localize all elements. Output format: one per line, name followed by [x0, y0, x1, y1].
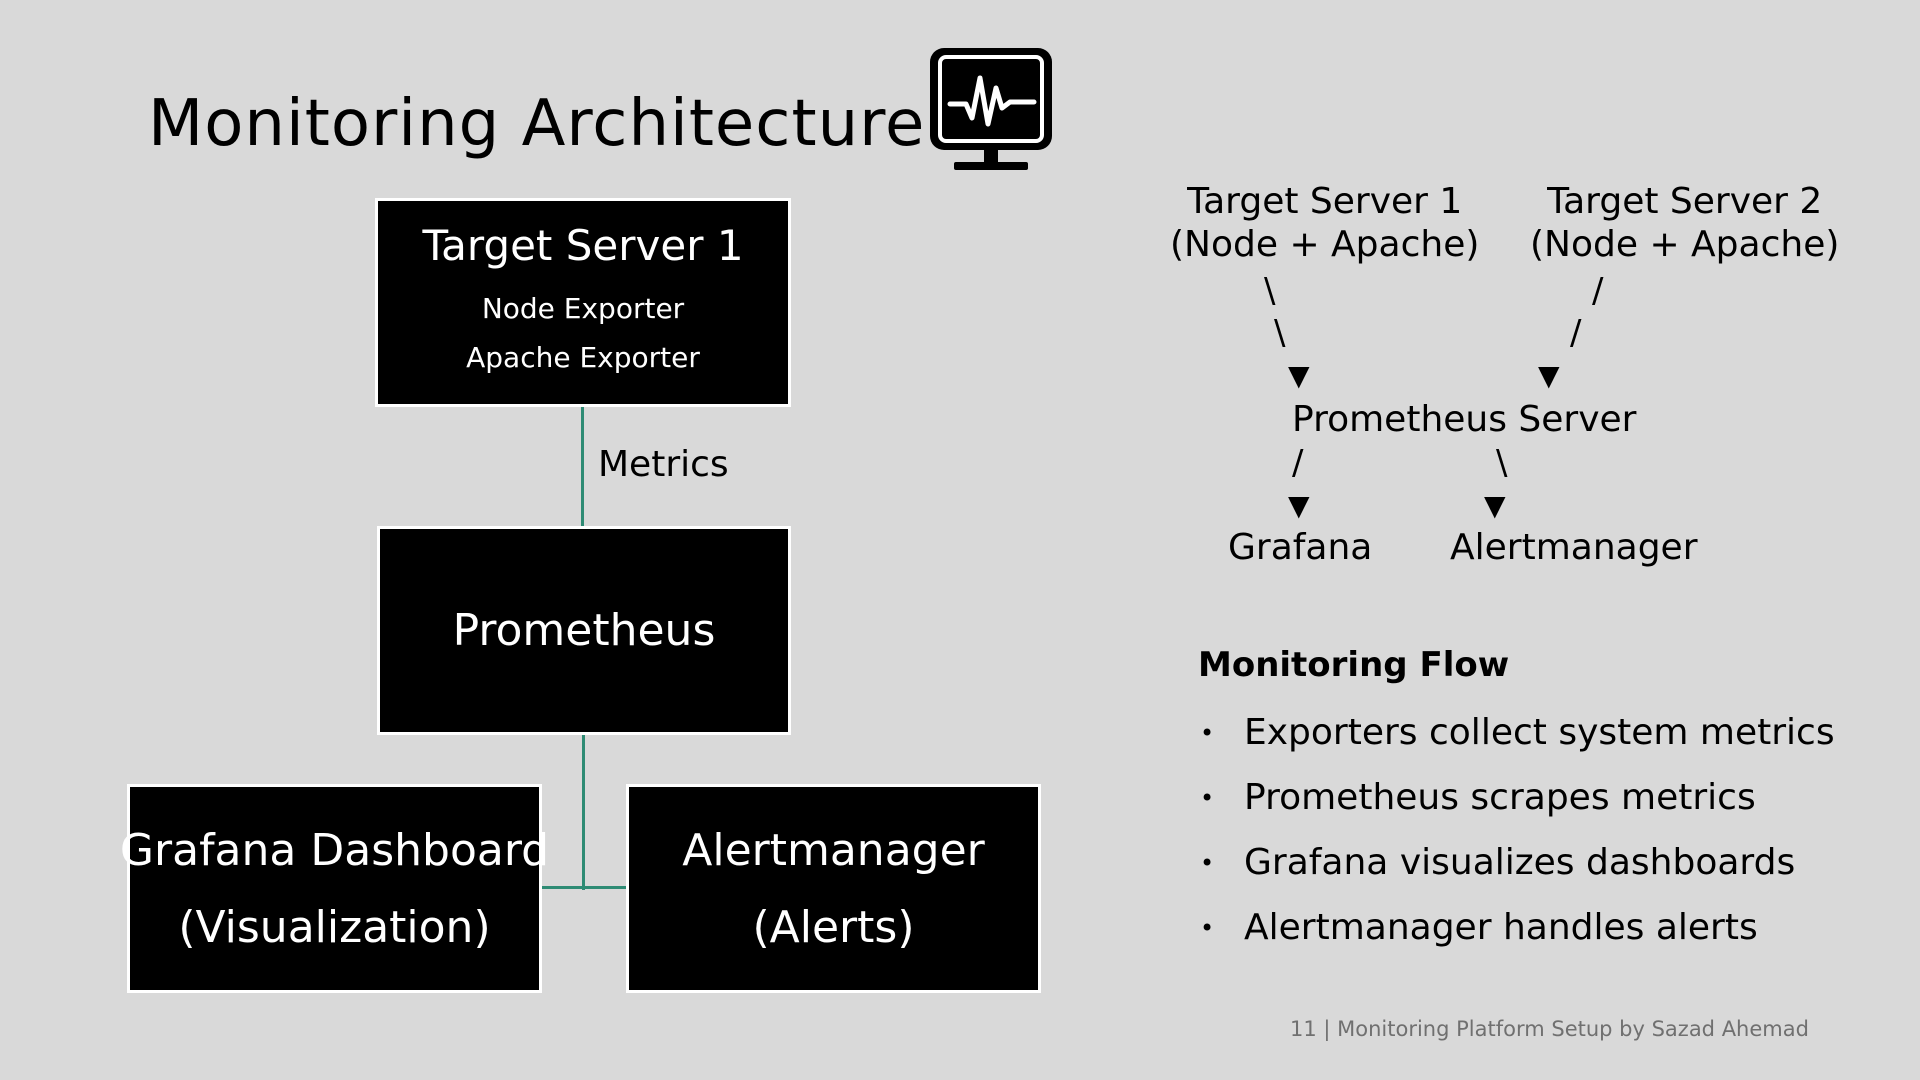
list-item-text: Alertmanager handles alerts	[1244, 907, 1758, 948]
grafana-subtitle: (Visualization)	[178, 901, 491, 953]
bullet-icon: •	[1200, 719, 1215, 747]
list-item: • Exporters collect system metrics	[1198, 705, 1835, 770]
flow-target2-name: Target Server 2	[1547, 181, 1823, 222]
flow-arrow-target1: ▼	[1288, 359, 1310, 392]
connector-prometheus-down	[582, 735, 585, 890]
prometheus-box: Prometheus	[377, 526, 791, 735]
flow-arrow-alertmanager: ▼	[1484, 489, 1506, 522]
alertmanager-title: Alertmanager	[682, 824, 985, 876]
list-item: • Prometheus scrapes metrics	[1198, 770, 1835, 835]
flow-target1-detail: (Node + Apache)	[1170, 224, 1480, 266]
flow-target1-name: Target Server 1	[1187, 181, 1463, 222]
list-item: • Alertmanager handles alerts	[1198, 900, 1835, 965]
list-item-text: Exporters collect system metrics	[1244, 712, 1835, 753]
flow-arrow-target2: ▼	[1538, 359, 1560, 392]
target-server-title: Target Server 1	[422, 221, 744, 271]
flow-backslash-1b: \	[1274, 313, 1286, 353]
slide-title: Monitoring Architecture	[148, 87, 926, 161]
list-item-text: Prometheus scrapes metrics	[1244, 777, 1756, 818]
flow-slash-2a: /	[1592, 271, 1604, 311]
node-exporter-label: Node Exporter	[481, 291, 685, 325]
slide-footer: 11 | Monitoring Platform Setup by Sazad …	[1290, 1017, 1809, 1041]
flow-target1: Target Server 1 (Node + Apache)	[1170, 180, 1479, 266]
monitoring-flow-list: • Exporters collect system metrics • Pro…	[1198, 705, 1835, 965]
flow-slash-3: /	[1292, 443, 1304, 483]
list-item-text: Grafana visualizes dashboards	[1244, 842, 1796, 883]
flow-target2-detail: (Node + Apache)	[1530, 224, 1840, 266]
flow-backslash-3: \	[1496, 443, 1508, 483]
flow-slash-2b: /	[1570, 313, 1582, 353]
bullet-icon: •	[1200, 849, 1215, 877]
list-item: • Grafana visualizes dashboards	[1198, 835, 1835, 900]
monitoring-flow-heading: Monitoring Flow	[1198, 645, 1510, 685]
alertmanager-subtitle: (Alerts)	[752, 901, 915, 953]
alertmanager-box: Alertmanager (Alerts)	[626, 784, 1041, 993]
flow-backslash-1a: \	[1264, 271, 1276, 311]
flow-alertmanager: Alertmanager	[1450, 527, 1698, 568]
connector-target-prometheus	[581, 407, 584, 526]
flow-target2: Target Server 2 (Node + Apache)	[1530, 180, 1839, 266]
flow-arrow-grafana: ▼	[1288, 489, 1310, 522]
bullet-icon: •	[1200, 914, 1215, 942]
connector-horizontal	[542, 886, 626, 889]
apache-exporter-label: Apache Exporter	[466, 340, 700, 374]
monitor-pulse-icon	[926, 44, 1056, 174]
grafana-title: Grafana Dashboard	[119, 824, 550, 876]
metrics-label: Metrics	[598, 444, 729, 485]
prometheus-title: Prometheus	[452, 605, 716, 656]
flow-prometheus-server: Prometheus Server	[1292, 399, 1637, 440]
target-server-box: Target Server 1 Node Exporter Apache Exp…	[375, 198, 791, 407]
bullet-icon: •	[1200, 784, 1215, 812]
flow-grafana: Grafana	[1228, 527, 1373, 568]
grafana-box: Grafana Dashboard (Visualization)	[120, 784, 549, 993]
